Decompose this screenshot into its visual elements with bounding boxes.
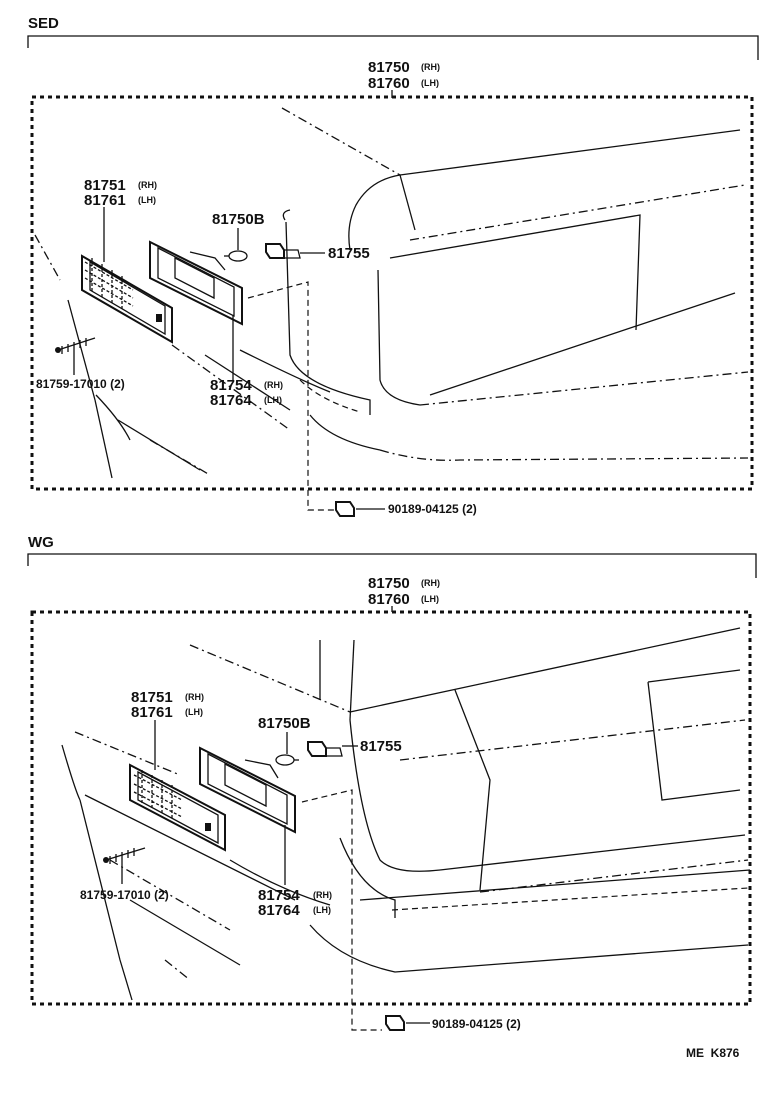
wg-gasket-tag1: (RH) — [313, 890, 332, 900]
sed-socket-num: 81755 — [328, 245, 370, 262]
sed-nut-num: 90189-04125 (2) — [388, 502, 477, 516]
sed-socket — [265, 243, 301, 259]
sed-gasket-num2: 81764 — [210, 392, 252, 409]
sed-bulb-num: 81750B — [212, 211, 265, 228]
sed-gasket-num1: 81754 — [210, 377, 252, 394]
footer-code: ME K876 — [686, 1046, 740, 1060]
wg-lens-num1: 81751 — [131, 689, 173, 706]
wg-nut-num: 90189-04125 (2) — [432, 1017, 521, 1031]
wg-gasket — [199, 746, 296, 834]
wg-bracket — [27, 553, 757, 578]
wg-screw — [103, 847, 146, 864]
wg-assembly-num1: 81750 — [368, 575, 410, 592]
sed-lens-num2: 81761 — [84, 192, 126, 209]
wg-bulb-num: 81750B — [258, 715, 311, 732]
sed-assembly-num1: 81750 — [368, 59, 410, 76]
wg-assembly-tag2: (LH) — [421, 594, 439, 604]
wg-gasket-num1: 81754 — [258, 887, 300, 904]
wg-connect-line — [301, 789, 382, 1031]
sed-connect-line — [247, 281, 334, 511]
sed-bracket — [27, 35, 759, 60]
wg-assembly-num2: 81760 — [368, 591, 410, 608]
wg-frame — [30, 610, 752, 1006]
sed-lens — [81, 254, 173, 344]
sed-nut — [335, 501, 355, 517]
wg-gasket-tag2: (LH) — [313, 905, 331, 915]
sed-frame — [30, 95, 754, 491]
wg-bulb — [275, 754, 299, 766]
sed-assembly-tag1: (RH) — [421, 62, 440, 72]
section-tag-sed: SED — [28, 15, 59, 32]
sed-screw-num: 81759-17010 (2) — [36, 377, 125, 391]
sed-section: SED 81750 (RH) 81760 (LH) — [27, 15, 759, 517]
sed-car-body — [34, 107, 749, 479]
sed-lens-tag2: (LH) — [138, 195, 156, 205]
sed-assembly-tag2: (LH) — [421, 78, 439, 88]
sed-gasket-tag1: (RH) — [264, 380, 283, 390]
wg-section: WG 81750 (RH) 81760 (LH) — [27, 534, 757, 1031]
wg-lens-tag2: (LH) — [185, 707, 203, 717]
wg-nut — [385, 1015, 405, 1031]
sed-gasket-tag2: (LH) — [264, 395, 282, 405]
wg-lens-tag1: (RH) — [185, 692, 204, 702]
sed-screw — [55, 337, 96, 354]
wg-socket — [307, 741, 343, 757]
wg-socket-num: 81755 — [360, 738, 402, 755]
section-tag-wg: WG — [28, 534, 54, 551]
sed-lens-num1: 81751 — [84, 177, 126, 194]
sed-lens-tag1: (RH) — [138, 180, 157, 190]
wg-gasket-num2: 81764 — [258, 902, 300, 919]
wg-lens — [129, 763, 226, 852]
wg-screw-num: 81759-17010 (2) — [80, 888, 169, 902]
sed-bulb — [224, 250, 248, 262]
sed-gasket — [149, 240, 243, 326]
sed-assembly-num2: 81760 — [368, 75, 410, 92]
wg-lens-num2: 81761 — [131, 704, 173, 721]
wg-car-body — [61, 627, 751, 1001]
wg-assembly-tag1: (RH) — [421, 578, 440, 588]
